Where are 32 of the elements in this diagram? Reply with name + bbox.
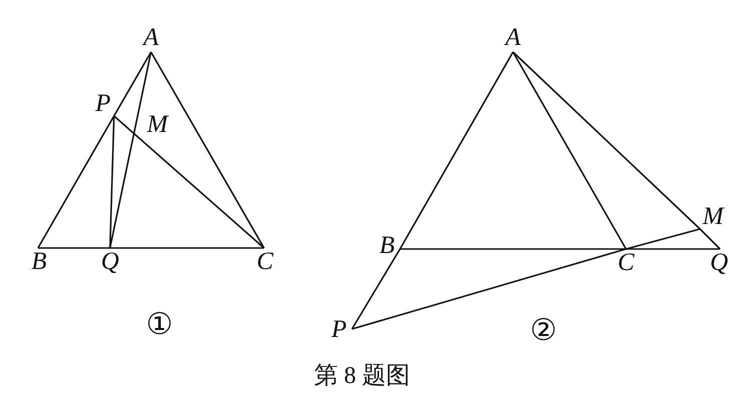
line-segment	[399, 52, 514, 250]
line-segment	[150, 52, 265, 248]
line-segment	[113, 52, 152, 116]
figure-number: ①	[146, 310, 173, 340]
point-label: B	[376, 234, 398, 258]
line-segment	[699, 228, 721, 250]
point-label: Q	[708, 251, 730, 275]
line-segment	[512, 52, 627, 250]
line-segment	[109, 52, 152, 248]
point-label: Q	[99, 250, 121, 274]
line-segment	[626, 248, 720, 250]
point-label: P	[328, 318, 350, 342]
point-label: M	[702, 205, 724, 229]
point-label: C	[254, 250, 276, 274]
figure-caption: 第 8 题图	[314, 364, 410, 388]
line-segment	[110, 247, 264, 249]
point-label: A	[140, 26, 162, 50]
line-segment	[400, 248, 626, 250]
line-segment	[113, 115, 265, 249]
line-segment	[38, 247, 110, 249]
line-segment	[37, 116, 115, 248]
point-label: M	[147, 112, 168, 137]
point-label: P	[92, 92, 114, 116]
line-segment	[512, 51, 701, 230]
line-segment	[351, 248, 401, 330]
line-segment	[352, 248, 626, 330]
point-label: B	[28, 250, 50, 274]
figure-number: ②	[530, 316, 557, 346]
point-label: A	[502, 26, 524, 50]
line-segment	[109, 116, 115, 248]
line-segment	[626, 228, 700, 250]
point-label: C	[615, 251, 637, 275]
